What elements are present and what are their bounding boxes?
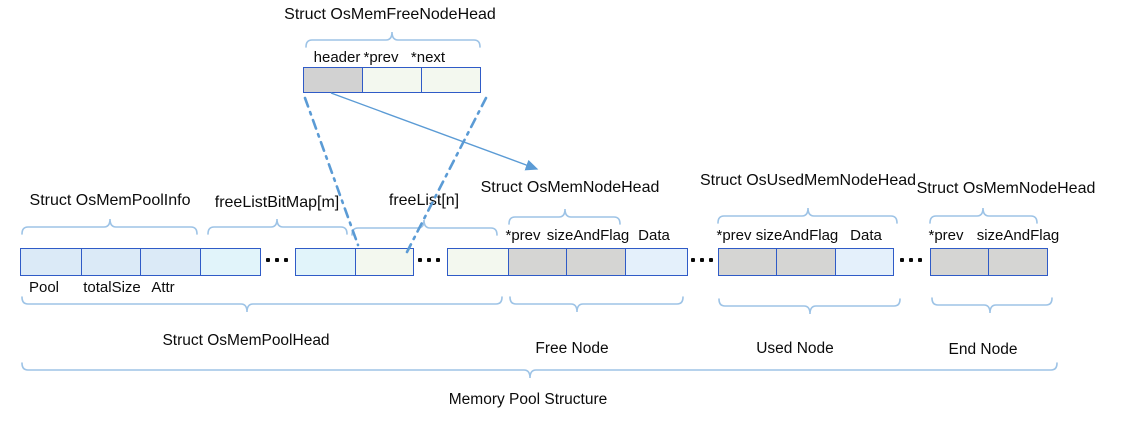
freelist-link-dashdot-line	[303, 96, 360, 247]
free-node-data-cell	[624, 249, 687, 275]
freelist-bitmap-label: freeListBitMap[m]	[214, 194, 340, 211]
header-to-free-node-arrow	[330, 92, 539, 171]
end-node-box	[930, 248, 1048, 276]
prev-cell	[362, 68, 421, 92]
used-node-prev-cell	[719, 249, 777, 275]
attr-cell	[140, 249, 200, 275]
ellipsis	[900, 258, 922, 262]
ellipsis	[418, 258, 440, 262]
freelist-label: freeList[n]	[388, 192, 460, 209]
totalsize-field-label: totalSize	[83, 279, 141, 296]
freelist-link-dashdot-line	[405, 96, 488, 254]
ellipsis	[266, 258, 288, 262]
totalsize-cell	[80, 249, 140, 275]
header-field-label: header	[313, 49, 361, 66]
free-node-prev-cell	[508, 249, 566, 275]
over-brace	[351, 219, 498, 236]
used-node-caption: Used Node	[756, 340, 834, 357]
under-brace	[21, 296, 503, 313]
pool-info-box	[20, 248, 261, 276]
pool-cell	[21, 249, 81, 275]
free-node-head-box	[303, 67, 481, 93]
used-node-sizeandflag-label: sizeAndFlag	[755, 227, 839, 244]
ellipsis	[691, 258, 713, 262]
under-brace	[718, 298, 901, 315]
prev-field-label: *prev	[363, 49, 399, 66]
over-brace	[929, 207, 1038, 224]
end-node-prev-label: *prev	[928, 227, 964, 244]
used-node-prev-label: *prev	[716, 227, 752, 244]
used-node-box	[718, 248, 894, 276]
free-node-head-struct-title: Struct OsMemFreeNodeHead	[284, 6, 496, 23]
memory-pool-structure-caption: Memory Pool Structure	[448, 391, 608, 408]
free-node-caption: Free Node	[535, 340, 609, 357]
used-node-sizeandflag-cell	[776, 249, 835, 275]
free-node-struct-title: Struct OsMemNodeHead	[480, 179, 660, 196]
end-node-struct-title: Struct OsMemNodeHead	[916, 180, 1096, 197]
free-node-sizeandflag-label: sizeAndFlag	[546, 227, 630, 244]
pointer-lines	[303, 92, 539, 254]
used-node-data-label: Data	[850, 227, 882, 244]
end-node-caption: End Node	[948, 341, 1018, 358]
bitmap-cell	[296, 249, 355, 275]
under-brace	[21, 362, 1058, 379]
over-brace	[207, 218, 348, 235]
bitmap-freelist-box	[295, 248, 414, 276]
end-node-sizeandflag-label: sizeAndFlag	[976, 227, 1060, 244]
freelist-cell	[354, 249, 413, 275]
under-brace	[931, 297, 1053, 314]
next-field-label: *next	[410, 49, 446, 66]
end-node-prev-cell	[931, 249, 989, 275]
freelist-cell	[448, 249, 509, 275]
over-brace	[305, 31, 481, 48]
end-node-sizeandflag-cell	[988, 249, 1047, 275]
header-cell	[304, 68, 363, 92]
pool-info-struct-title: Struct OsMemPoolInfo	[29, 192, 191, 209]
free-node-data-label: Data	[638, 227, 670, 244]
free-node-sizeandflag-cell	[566, 249, 625, 275]
over-brace	[508, 208, 621, 225]
attr-field-label: Attr	[151, 279, 175, 296]
bitmap-cell	[199, 249, 260, 275]
used-node-data-cell	[834, 249, 893, 275]
free-node-prev-label: *prev	[505, 227, 541, 244]
over-brace	[717, 207, 898, 224]
used-node-struct-title: Struct OsUsedMemNodeHead	[699, 172, 917, 189]
over-brace	[21, 218, 198, 235]
free-node-box	[447, 248, 688, 276]
pool-head-caption: Struct OsMemPoolHead	[162, 332, 330, 349]
next-cell	[420, 68, 480, 92]
under-brace	[509, 296, 684, 313]
pool-field-label: Pool	[28, 279, 60, 296]
